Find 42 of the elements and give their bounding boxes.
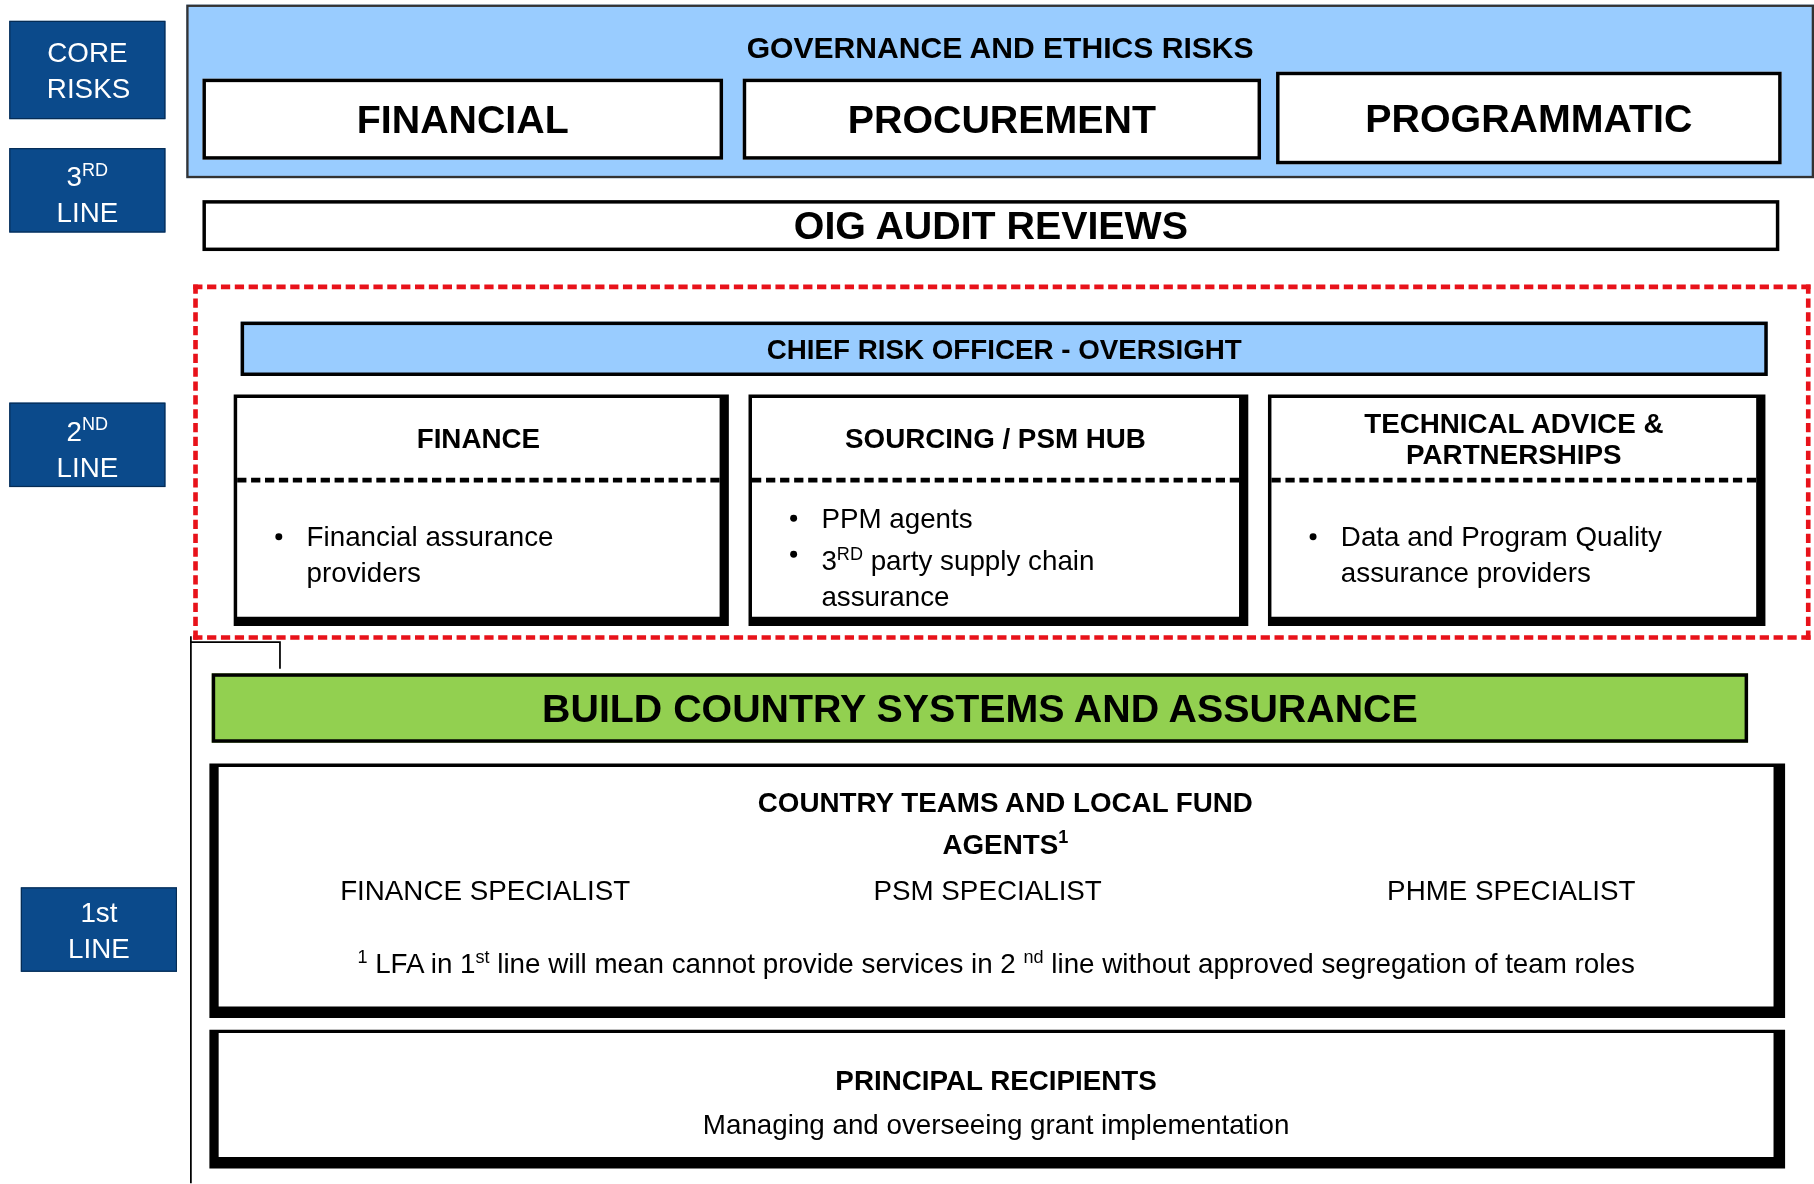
- panel-heading: FINANCE: [416, 422, 541, 454]
- panel-heading: SOURCING / PSM HUB: [845, 422, 1146, 454]
- label-text: 2$^{ND}$ LINE: [55, 412, 120, 484]
- row-label-box: [9, 402, 166, 488]
- dashed-region: [193, 284, 1811, 640]
- title-box: [202, 78, 724, 160]
- title-box: [202, 200, 1780, 252]
- label-text: BUILD COUNTRY SYSTEMS AND ASSURANCE: [542, 685, 1418, 731]
- row-label-box: [9, 148, 166, 233]
- label-text: 3$^{RD}$ LINE: [55, 158, 120, 230]
- label-text: PROGRAMMATIC: [1365, 95, 1693, 141]
- section-box: [209, 1029, 1786, 1169]
- role-text: PSM SPECIALIST: [873, 874, 1102, 907]
- row-label-box: [20, 887, 177, 972]
- bullet-text: Data and Program Quality assurance providers: [1340, 519, 1663, 590]
- title-box: [1276, 71, 1782, 165]
- label-text: CORE RISKS: [46, 35, 128, 106]
- label-text: 1st LINE: [67, 895, 131, 966]
- label-text: FINANCIAL: [356, 96, 569, 142]
- section-box: [209, 763, 1786, 1019]
- category-band: [186, 4, 1814, 179]
- bullet-text: Financial assurance providers: [306, 519, 555, 590]
- label-text: OIG AUDIT REVIEWS: [793, 203, 1188, 249]
- title-box: [211, 673, 1749, 743]
- description-text: Managing and overseeing grant implementation: [701, 1108, 1291, 1141]
- function-panel: [1267, 394, 1766, 626]
- section-heading: COUNTRY TEAMS AND LOCAL FUND AGENTS$^{1}$: [756, 785, 1254, 862]
- function-panel: [748, 394, 1249, 626]
- panel-heading: TECHNICAL ADVICE & PARTNERSHIPS: [1363, 406, 1665, 470]
- footnote-text: $^{1}$ LFA in 1$^{st}$ line will mean cannot provide services in 2 $^{nd}$ line without approved segregation of team roles: [356, 946, 1636, 980]
- band-heading: GOVERNANCE AND ETHICS RISKS: [745, 30, 1255, 66]
- row-label-box: [9, 20, 166, 120]
- role-text: FINANCE SPECIALIST: [340, 874, 631, 907]
- title-box: [742, 78, 1261, 160]
- bullet-text: PPM agents: [821, 501, 974, 536]
- role-text: PHME SPECIALIST: [1387, 874, 1636, 907]
- bullet-text: 3$^{RD}$ party supply chain assurance: [821, 542, 1096, 614]
- function-panel: [233, 394, 729, 626]
- section-heading: PRINCIPAL RECIPIENTS: [834, 1064, 1158, 1097]
- label-text: CHIEF RISK OFFICER - OVERSIGHT: [766, 332, 1242, 365]
- label-text: PROCUREMENT: [847, 96, 1156, 142]
- title-box: [240, 321, 1768, 376]
